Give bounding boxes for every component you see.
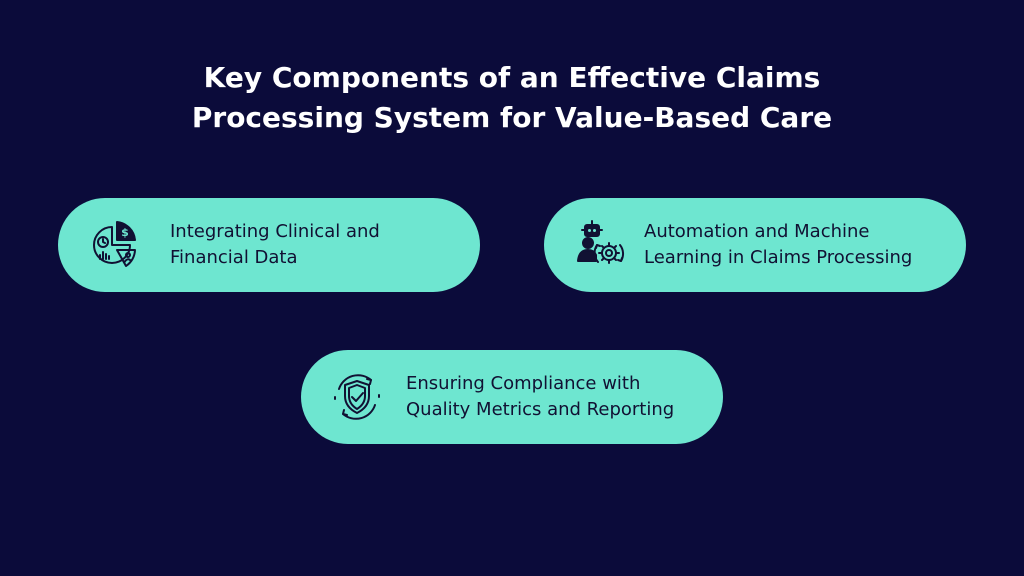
card-label-line-2: Quality Metrics and Reporting [406, 399, 675, 420]
shield-check-icon [327, 367, 387, 427]
card-label-line-2: Financial Data [170, 247, 298, 268]
card-automation-machine-learning: Automation and Machine Learning in Claim… [544, 198, 966, 292]
page-title: Key Components of an Effective Claims Pr… [0, 58, 1024, 138]
robot-gear-icon [574, 215, 634, 275]
svg-text:$: $ [121, 226, 129, 239]
card-clinical-financial-data: $ Integrating Clinical and Financial Dat… [58, 198, 480, 292]
page-title-line-1: Key Components of an Effective Claims [203, 61, 821, 94]
card-label: Integrating Clinical and Financial Data [170, 219, 380, 271]
financial-chart-icon: $ [86, 215, 146, 275]
card-compliance-quality-metrics: Ensuring Compliance with Quality Metrics… [301, 350, 723, 444]
card-label-line-1: Ensuring Compliance with [406, 373, 641, 394]
page-title-line-2: Processing System for Value-Based Care [191, 101, 833, 134]
card-label-line-1: Integrating Clinical and [170, 221, 380, 242]
card-label-line-1: Automation and Machine [644, 221, 870, 242]
card-label: Ensuring Compliance with Quality Metrics… [406, 371, 674, 423]
card-label: Automation and Machine Learning in Claim… [644, 219, 912, 271]
card-label-line-2: Learning in Claims Processing [644, 247, 913, 268]
